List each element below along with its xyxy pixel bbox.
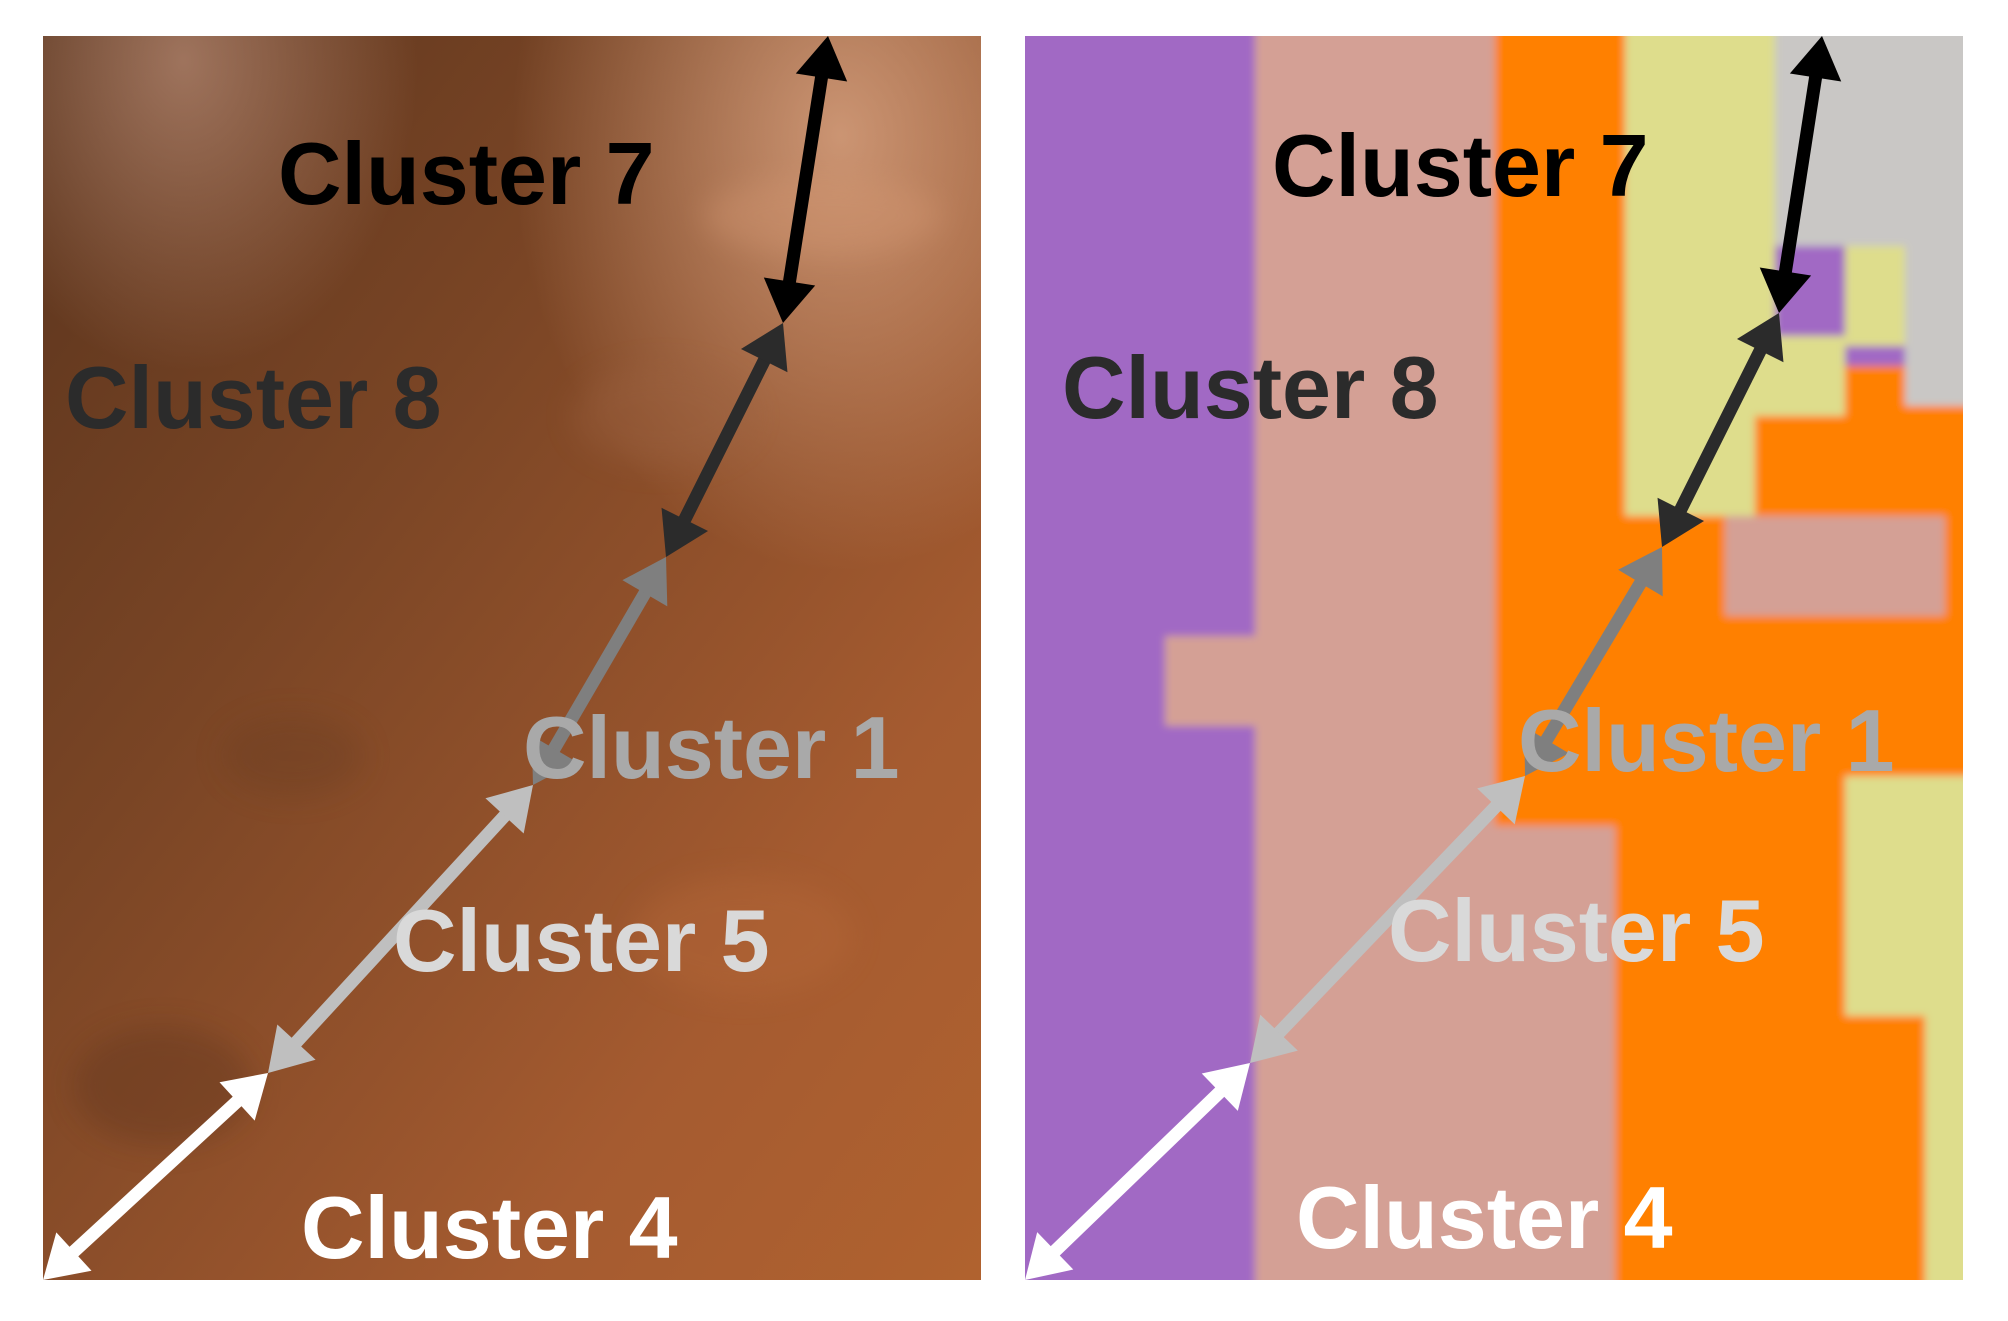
region-yellow-right-edge: [1905, 406, 1963, 526]
cluster-8-label: Cluster 8: [65, 348, 442, 447]
arrow-cluster-8: [661, 323, 788, 557]
cluster-7-label: Cluster 7: [278, 124, 655, 223]
tissue-photo-panel: Cluster 7 Cluster 8 Cluster 1 Cluster 5 …: [43, 36, 981, 1280]
region-gray: [1775, 36, 1963, 406]
cluster-5-label: Cluster 5: [393, 891, 770, 990]
cluster-4-label: Cluster 4: [301, 1178, 678, 1277]
cluster-1-label-right: Cluster 1: [1518, 691, 1895, 790]
region-pink-lower: [1495, 826, 1615, 1280]
region-pink-right: [1725, 516, 1945, 616]
tissue-photo-svg: Cluster 7 Cluster 8 Cluster 1 Cluster 5 …: [43, 36, 981, 1280]
arrow-cluster-1-right: [1524, 547, 1663, 776]
region-yellow: [1625, 36, 1845, 516]
arrow-cluster-8-right: [1657, 313, 1784, 547]
segmentation-regions: [1025, 36, 1963, 1280]
arrow-cluster-1: [531, 557, 668, 785]
cluster-4-label-right: Cluster 4: [1296, 1168, 1673, 1267]
right-arrows: [1025, 36, 1842, 1280]
cluster-1-label: Cluster 1: [523, 698, 900, 797]
region-yellow-right-top: [1845, 246, 1905, 346]
arrow-cluster-7-right: [1759, 36, 1842, 313]
cluster-8-label-right: Cluster 8: [1062, 338, 1439, 437]
region-pink: [1165, 36, 1495, 1280]
left-arrows: [43, 36, 848, 1280]
segmentation-map-svg: Cluster 7 Cluster 8 Cluster 1 Cluster 5 …: [1025, 36, 1963, 1280]
arrow-cluster-7: [763, 36, 848, 323]
region-yellow-lower: [1845, 776, 1963, 1280]
segmentation-map-panel: Cluster 7 Cluster 8 Cluster 1 Cluster 5 …: [1025, 36, 1963, 1280]
cluster-5-label-right: Cluster 5: [1388, 881, 1765, 980]
arrow-cluster-4-right: [1025, 1063, 1250, 1280]
cluster-7-label-right: Cluster 7: [1272, 116, 1649, 215]
arrow-cluster-4: [43, 1073, 268, 1280]
arrow-cluster-5-right: [1250, 776, 1525, 1063]
arrow-cluster-5: [268, 785, 533, 1073]
tissue-texture: [73, 176, 943, 1146]
